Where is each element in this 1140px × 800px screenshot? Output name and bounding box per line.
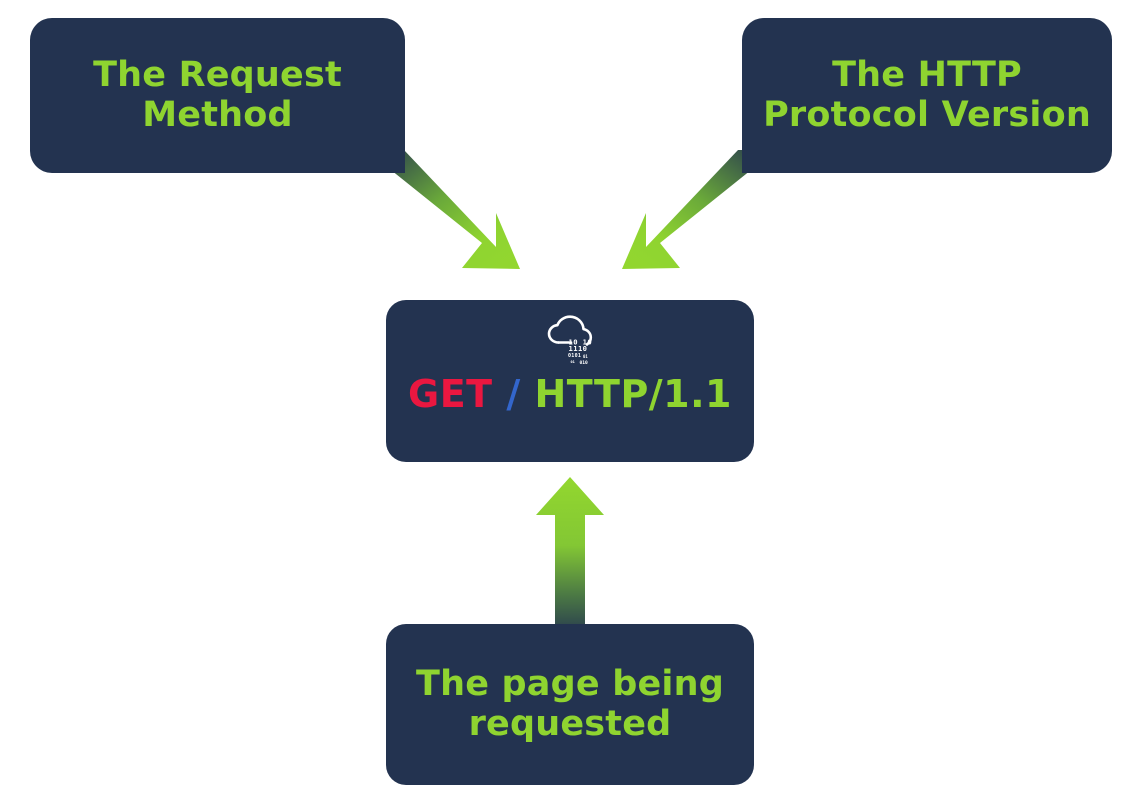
request-line-version: HTTP/1.1 <box>534 372 732 416</box>
callout-request-method: The Request Method <box>30 18 405 173</box>
callout-page-requested-label: The page being requested <box>416 664 724 744</box>
svg-text:0101: 0101 <box>568 353 581 359</box>
callout-protocol-version: The HTTP Protocol Version <box>742 18 1112 173</box>
svg-text:01: 01 <box>571 360 575 364</box>
svg-text:010: 010 <box>580 360 589 366</box>
arrow-page-requested <box>536 477 604 640</box>
svg-text:10 10: 10 10 <box>569 338 593 347</box>
svg-text:01: 01 <box>583 354 588 359</box>
arrow-protocol-version <box>622 150 776 269</box>
cloud-binary-icon: 10 10 1110 0101 01 01 010 <box>547 315 593 366</box>
callout-protocol-version-label: The HTTP Protocol Version <box>763 55 1091 135</box>
callout-page-requested: The page being requested <box>386 624 754 785</box>
svg-text:1110: 1110 <box>569 344 588 353</box>
request-line-method: GET <box>408 372 493 416</box>
request-line-separator: / <box>506 372 521 416</box>
callout-request-method-label: The Request Method <box>93 55 342 135</box>
arrow-request-method <box>366 150 520 269</box>
request-line-text: GET / HTTP/1.1 <box>408 372 732 416</box>
request-line-box: 10 10 1110 0101 01 01 010 GET / HTTP/1.1 <box>386 300 754 462</box>
